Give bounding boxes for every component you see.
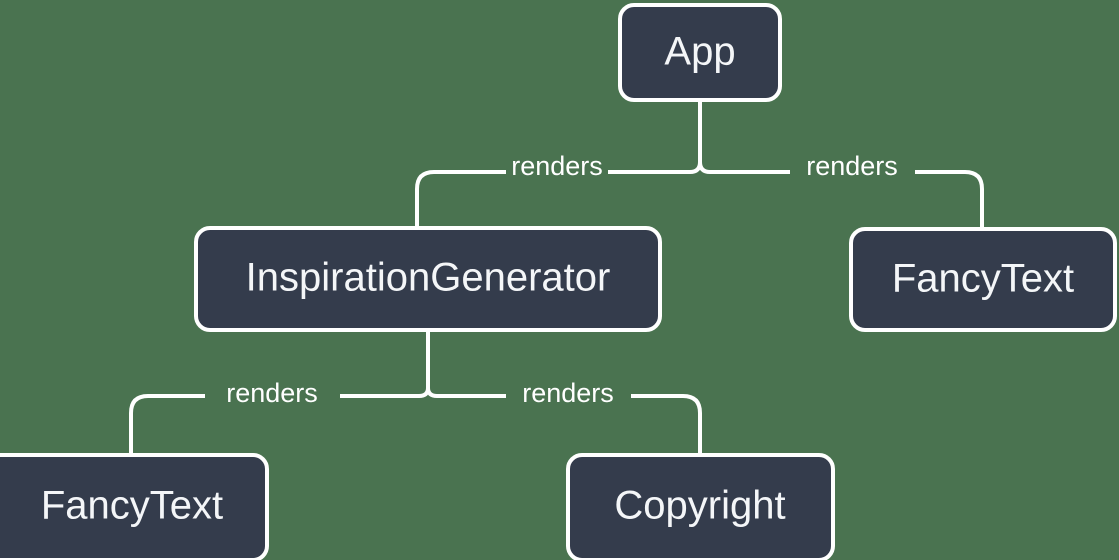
edge-inspirationgenerator-to-copyright: renders — [426, 378, 702, 455]
node-fancytext-right-box[interactable] — [849, 227, 1117, 332]
app-left-branch-line — [415, 170, 506, 228]
inspirationgenerator-split-right-line — [426, 387, 506, 398]
lower-left-branch-line — [129, 394, 205, 455]
node-copyright[interactable]: Copyright — [566, 453, 835, 560]
app-right-branch-line — [915, 170, 984, 229]
node-inspiration-generator[interactable]: InspirationGenerator — [194, 226, 662, 332]
node-app[interactable]: App — [618, 3, 782, 102]
node-fancytext-right-label: FancyText — [892, 257, 1074, 301]
node-fancytext-bottom-box[interactable] — [0, 453, 269, 560]
edge-app-to-fancytext-right: renders — [698, 151, 984, 229]
node-fancytext-right[interactable]: FancyText — [849, 227, 1117, 332]
node-inspiration-generator-box[interactable] — [194, 226, 662, 332]
edge-app-to-inspiration-generator: renders — [415, 100, 702, 228]
lower-right-branch-line — [631, 394, 702, 455]
edge-label-renders-app-inspirationgenerator: renders — [511, 151, 603, 181]
edge-label-renders-app-fancytext: renders — [806, 151, 898, 181]
node-copyright-box[interactable] — [566, 453, 835, 560]
node-inspiration-generator-label: InspirationGenerator — [246, 256, 611, 300]
node-app-box[interactable] — [618, 3, 782, 102]
node-fancytext-bottom-label: FancyText — [41, 484, 223, 528]
inspirationgenerator-split-left-line — [340, 387, 430, 398]
edge-label-renders-inspirationgenerator-copyright: renders — [522, 378, 614, 408]
node-copyright-label: Copyright — [614, 484, 785, 528]
app-split-right-line — [698, 161, 790, 174]
node-app-label: App — [664, 30, 735, 74]
edge-label-renders-inspirationgenerator-fancytext: renders — [226, 378, 318, 408]
app-split-left-line — [608, 161, 702, 174]
node-fancytext-bottom[interactable]: FancyText — [0, 453, 269, 560]
edge-inspirationgenerator-to-fancytext-bottom: renders — [129, 330, 430, 455]
